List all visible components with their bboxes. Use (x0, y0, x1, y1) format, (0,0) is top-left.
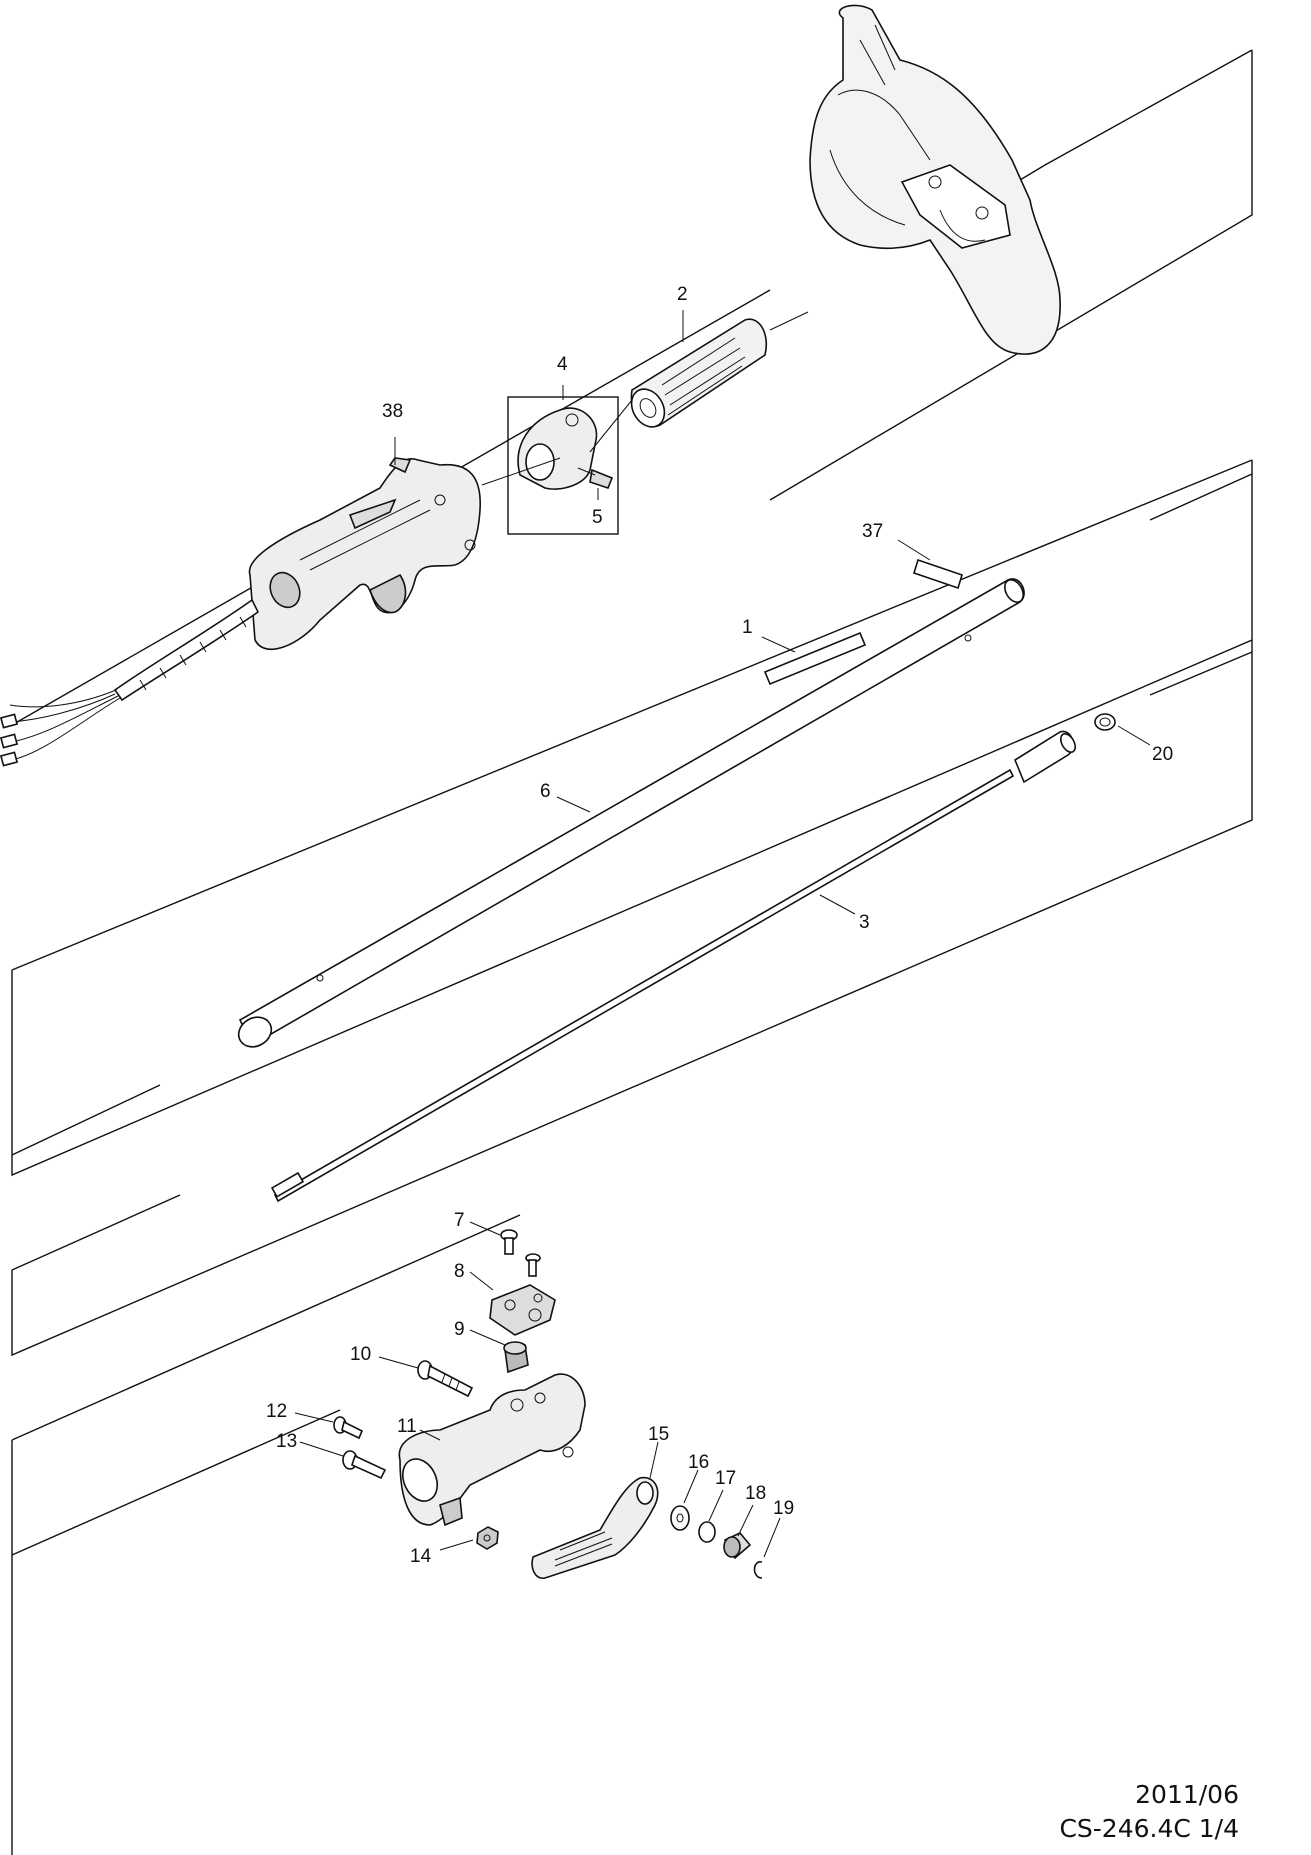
group-frame-lower (11, 640, 1253, 1855)
group-frame-middle (11, 459, 1253, 1177)
circlip-20-part (1094, 713, 1116, 731)
callout-11: 11 (397, 1416, 417, 1437)
callout-labels: 38 4 2 5 37 1 20 6 3 7 8 9 10 12 11 13 1… (266, 284, 1173, 1567)
grip-leader (769, 311, 809, 331)
insert-9-part (503, 1341, 529, 1374)
grip-sleeve-part (630, 318, 767, 428)
callout-5: 5 (592, 507, 603, 528)
callout-20: 20 (1152, 744, 1173, 765)
control-handle-part (0, 457, 481, 767)
callout-16: 16 (688, 1452, 709, 1473)
eclip-19-part (753, 1561, 763, 1579)
lever-15-part (531, 1476, 659, 1579)
callout-4: 4 (557, 354, 568, 375)
callout-18: 18 (745, 1483, 766, 1504)
bush-18-part (723, 1532, 752, 1560)
cap-8-part (489, 1284, 556, 1336)
shaft-tube-part (237, 578, 1025, 1048)
handle-leader (481, 457, 561, 486)
callout-9: 9 (454, 1319, 465, 1340)
decal-1-part (763, 631, 867, 686)
callout-2: 2 (677, 284, 688, 305)
drive-shaft-part (270, 730, 1077, 1203)
group-frame-upper (11, 49, 1253, 726)
housing-11-part (398, 1373, 586, 1527)
callout-17: 17 (715, 1468, 736, 1489)
washer-16-part (670, 1505, 690, 1531)
leader-lines (294, 310, 1151, 1558)
clamp-leader (589, 399, 633, 453)
bolt-10-part (417, 1360, 474, 1398)
model-page-code: CS-246.4C 1/4 (1059, 1814, 1239, 1843)
bolt-7-part (500, 1229, 541, 1277)
revision-date: 2011/06 (1135, 1780, 1239, 1809)
callout-8: 8 (454, 1261, 465, 1282)
screw-13-part (342, 1450, 387, 1480)
callout-38: 38 (382, 401, 403, 422)
callout-37: 37 (862, 521, 883, 542)
ring-17-part (698, 1521, 716, 1543)
callout-14: 14 (410, 1546, 432, 1567)
callout-15: 15 (648, 1424, 669, 1445)
callout-3: 3 (859, 912, 870, 933)
callout-7: 7 (454, 1210, 465, 1231)
callout-19: 19 (773, 1498, 794, 1519)
callout-10: 10 (350, 1344, 371, 1365)
screw-12-part (333, 1416, 364, 1440)
decal-37-part (913, 558, 963, 590)
callout-12: 12 (266, 1401, 287, 1422)
callout-6: 6 (540, 781, 551, 802)
nut-14-part (476, 1526, 499, 1550)
loop-handle-part (809, 4, 1061, 355)
callout-1: 1 (742, 617, 753, 638)
clamp-part-box (507, 396, 619, 535)
callout-13: 13 (276, 1431, 297, 1452)
